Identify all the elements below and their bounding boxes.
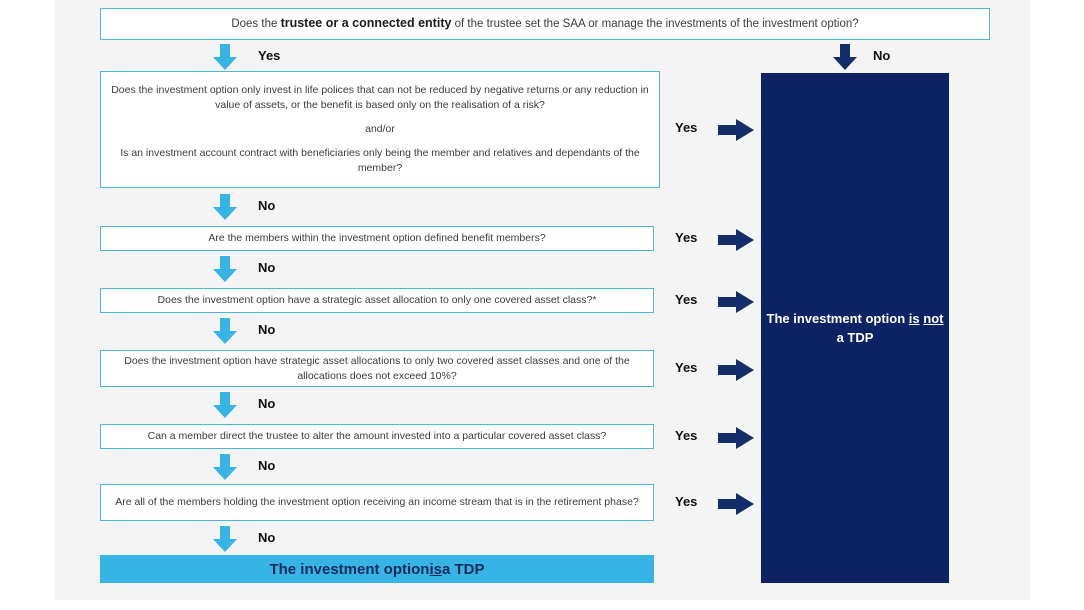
- arrow-head: [736, 427, 754, 449]
- arrow-label-no-7: No: [258, 530, 276, 545]
- not-tdp-underline-not: not: [923, 311, 944, 326]
- arrow-label-yes-6: Yes: [675, 428, 698, 443]
- arrow-head: [213, 467, 237, 480]
- arrow-shaft: [718, 365, 738, 375]
- arrow-head: [213, 405, 237, 418]
- arrow-label-yes-7: Yes: [675, 494, 698, 509]
- q6-text: Can a member direct the trustee to alter…: [147, 430, 607, 442]
- down-arrow-no-6: [213, 454, 237, 480]
- arrow-label-yes-1: Yes: [258, 48, 281, 63]
- arrow-shaft: [220, 454, 230, 468]
- arrow-label-yes-3: Yes: [675, 230, 698, 245]
- q2-spacer-1: [107, 113, 653, 122]
- arrow-head: [736, 291, 754, 313]
- question-box-two-covered-asset-classes: Does the investment option have strategi…: [100, 350, 654, 387]
- not-tdp-underline-is: is: [908, 311, 920, 326]
- is-tdp-part1: The investment option: [269, 560, 430, 578]
- arrow-label-no-6: No: [258, 458, 276, 473]
- question-box-life-policies-investment-account: Does the investment option only invest i…: [100, 71, 660, 188]
- down-arrow-no-4: [213, 318, 237, 344]
- arrow-shaft: [220, 194, 230, 208]
- q5-text: Does the investment option have strategi…: [124, 354, 630, 382]
- arrow-shaft: [718, 125, 738, 135]
- question-box-one-covered-asset-class: Does the investment option have a strate…: [100, 288, 654, 313]
- arrow-head: [736, 359, 754, 381]
- arrow-shaft: [220, 256, 230, 270]
- right-arrow-yes-7: [718, 493, 754, 515]
- arrow-label-no-5: No: [258, 396, 276, 411]
- down-arrow-no-5: [213, 392, 237, 418]
- arrow-shaft: [840, 44, 850, 58]
- q1-suffix: of the trustee set the SAA or manage the…: [451, 18, 859, 30]
- right-arrow-yes-4: [718, 291, 754, 313]
- arrow-shaft: [220, 318, 230, 332]
- not-tdp-part1: The investment option: [766, 311, 909, 326]
- q3-text: Are the members within the investment op…: [208, 232, 546, 244]
- arrow-shaft: [718, 235, 738, 245]
- arrow-shaft: [220, 44, 230, 58]
- arrow-shaft: [220, 526, 230, 540]
- q1-prefix: Does the: [231, 18, 281, 30]
- arrow-head: [213, 207, 237, 220]
- arrow-label-yes-2: Yes: [675, 120, 698, 135]
- down-arrow-no-2: [213, 194, 237, 220]
- arrow-label-no-3: No: [258, 260, 276, 275]
- arrow-label-yes-4: Yes: [675, 292, 698, 307]
- arrow-shaft: [718, 297, 738, 307]
- result-box-is-a-tdp: The investment option is a TDP: [100, 555, 654, 583]
- result-panel-not-a-tdp: The investment option is not a TDP: [761, 73, 949, 583]
- question-box-member-direct-trustee: Can a member direct the trustee to alter…: [100, 424, 654, 449]
- arrow-head: [213, 57, 237, 70]
- right-arrow-yes-6: [718, 427, 754, 449]
- q2-spacer-2: [107, 137, 653, 146]
- right-arrow-yes-5: [718, 359, 754, 381]
- q7-text: Are all of the members holding the inves…: [115, 496, 639, 508]
- q4-text: Does the investment option have a strate…: [157, 294, 597, 306]
- arrow-shaft: [718, 499, 738, 509]
- right-arrow-yes-3: [718, 229, 754, 251]
- q2-line2: and/or: [365, 123, 395, 135]
- arrow-head: [833, 57, 857, 70]
- flowchart-canvas: Does the trustee or a connected entity o…: [55, 0, 1030, 600]
- arrow-label-no-2: No: [258, 198, 276, 213]
- arrow-label-no-top: No: [873, 48, 891, 63]
- arrow-head: [736, 493, 754, 515]
- arrow-label-no-4: No: [258, 322, 276, 337]
- q2-line3: Is an investment account contract with b…: [120, 147, 640, 174]
- is-tdp-underline: is: [429, 560, 442, 578]
- arrow-head: [213, 269, 237, 282]
- q1-bold: trustee or a connected entity: [280, 16, 452, 30]
- not-tdp-text: The investment option is not a TDP: [765, 309, 945, 347]
- not-tdp-part3: a TDP: [836, 330, 874, 345]
- question-box-trustee-connected-entity: Does the trustee or a connected entity o…: [100, 8, 990, 40]
- right-arrow-yes-2: [718, 119, 754, 141]
- arrow-head: [213, 539, 237, 552]
- arrow-label-yes-5: Yes: [675, 360, 698, 375]
- down-arrow-no-7: [213, 526, 237, 552]
- down-arrow-no-3: [213, 256, 237, 282]
- is-tdp-part2: a TDP: [442, 560, 485, 578]
- down-arrow-no-top: [833, 44, 857, 70]
- arrow-head: [736, 119, 754, 141]
- question-box-retirement-phase-income-stream: Are all of the members holding the inves…: [100, 484, 654, 521]
- q2-line1: Does the investment option only invest i…: [111, 84, 649, 111]
- arrow-shaft: [220, 392, 230, 406]
- down-arrow-yes-1: [213, 44, 237, 70]
- question-box-defined-benefit-members: Are the members within the investment op…: [100, 226, 654, 251]
- arrow-head: [213, 331, 237, 344]
- arrow-shaft: [718, 433, 738, 443]
- arrow-head: [736, 229, 754, 251]
